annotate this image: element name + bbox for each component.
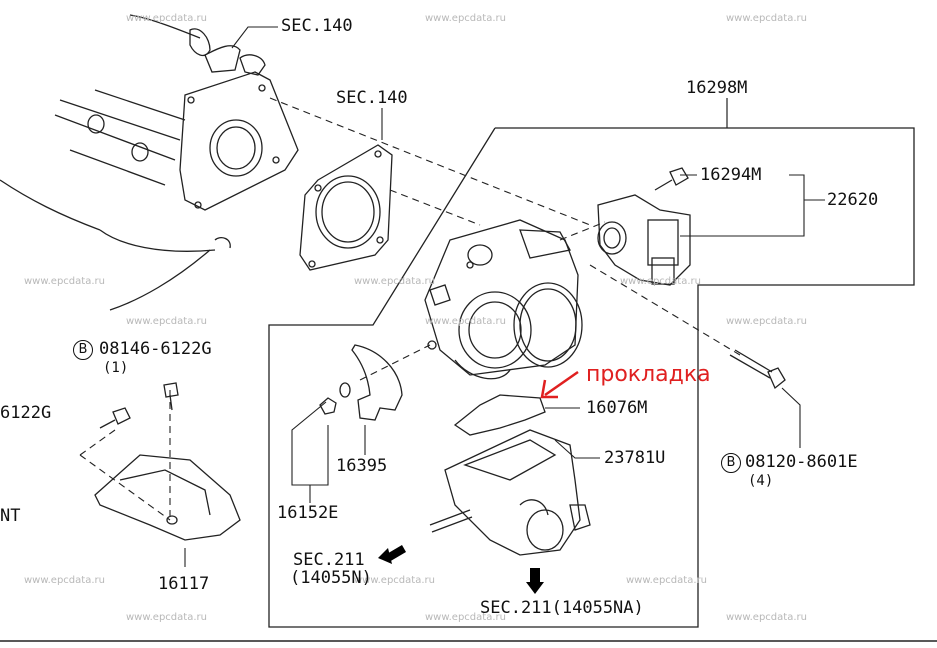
- watermark: www.epcdata.ru: [24, 575, 105, 586]
- label-bolt-08146-qty: (1): [103, 360, 129, 376]
- watermark: www.epcdata.ru: [354, 575, 435, 586]
- watermark: www.epcdata.ru: [626, 575, 707, 586]
- direction-arrows: [378, 545, 544, 594]
- watermark: www.epcdata.ru: [425, 316, 506, 327]
- heat-shield-drawing: [94, 454, 241, 541]
- label-sec211-b: SEC.211(14055NA): [480, 598, 644, 618]
- annotation-arrow: [540, 370, 579, 399]
- label-16395: 16395: [336, 456, 388, 476]
- label-16117: 16117: [158, 574, 210, 594]
- watermark: www.epcdata.ru: [425, 13, 506, 24]
- bolt-6122g: [99, 407, 131, 429]
- watermark: www.epcdata.ru: [425, 612, 506, 623]
- leader-lines: [79, 26, 825, 567]
- throttle-body-drawing: [424, 219, 583, 380]
- watermark: www.epcdata.ru: [726, 316, 807, 327]
- watermark: www.epcdata.ru: [126, 316, 207, 327]
- label-16076m: 16076M: [586, 398, 648, 418]
- label-16298m: 16298M: [686, 78, 748, 98]
- label-sec211-a: SEC.211: [293, 550, 365, 570]
- label-23781u: 23781U: [604, 448, 666, 468]
- bracket-16395-drawing: [319, 344, 403, 421]
- circle-b-marker: B: [73, 340, 93, 360]
- circle-b-marker: B: [721, 453, 741, 473]
- intake-manifold-drawing: [0, 14, 299, 311]
- bolt-08146: [163, 382, 179, 411]
- iacv-drawing: [429, 429, 591, 556]
- label-bolt-08120-qty: (4): [748, 473, 774, 489]
- label-bolt-6122g: 6122G: [0, 403, 52, 423]
- watermark: www.epcdata.ru: [24, 276, 105, 287]
- watermark: www.epcdata.ru: [726, 612, 807, 623]
- watermark: www.epcdata.ru: [726, 13, 807, 24]
- label-front: NT: [0, 506, 21, 526]
- label-16152e: 16152E: [277, 503, 339, 523]
- watermark: www.epcdata.ru: [620, 276, 701, 287]
- annotation-gasket: прокладка: [586, 362, 711, 387]
- gasket-16076m: [453, 394, 546, 436]
- label-16294m: 16294M: [700, 165, 762, 185]
- assembly-outline: [268, 127, 915, 628]
- label-22620: 22620: [827, 190, 879, 210]
- label-bolt-08120: 08120-8601E: [745, 452, 858, 472]
- throttle-position-sensor-drawing: [597, 194, 691, 286]
- gasket-drawing: [299, 144, 393, 271]
- bolt-08120: [729, 349, 786, 390]
- label-bolt-08146: 08146-6122G: [99, 339, 212, 359]
- watermark: www.epcdata.ru: [354, 276, 435, 287]
- label-sec140-mid: SEC.140: [336, 88, 408, 108]
- label-sec140-top: SEC.140: [281, 16, 353, 36]
- watermark: www.epcdata.ru: [126, 612, 207, 623]
- watermark: www.epcdata.ru: [126, 13, 207, 24]
- label-sec211-a-sub: (14055N): [290, 568, 372, 588]
- screw-16294m: [654, 167, 689, 191]
